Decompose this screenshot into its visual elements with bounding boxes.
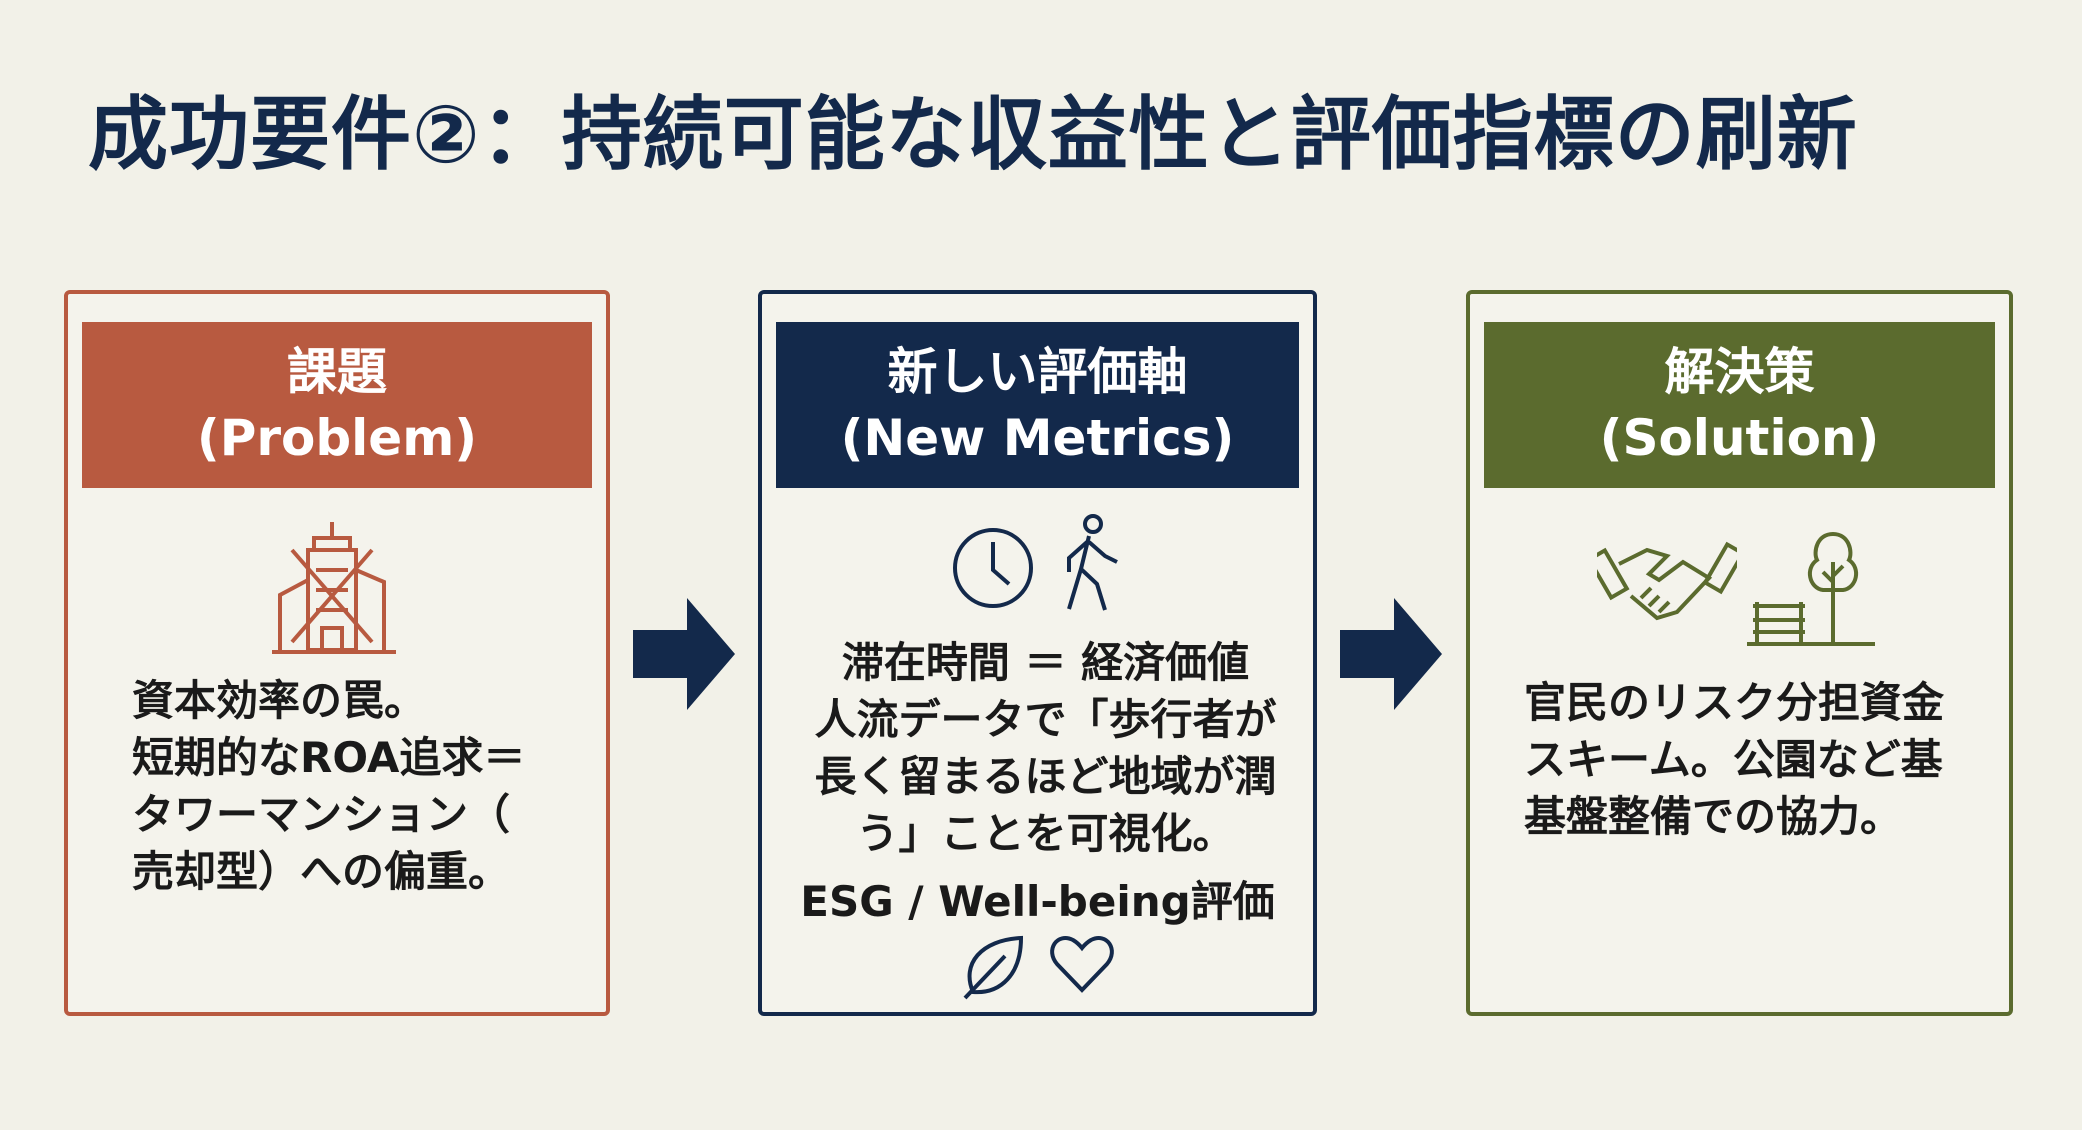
crossed-tower-icon (272, 522, 396, 654)
clock-icon (952, 528, 1033, 608)
panel-text: 官民のリスク分担資金 スキーム。公園など基 基盤整備での協力。 (1524, 678, 1945, 841)
panel-new-metrics: 新しい評価軸 (New Metrics) 滞在時間 ＝ 経済価値 人流データで「… (758, 290, 1317, 1016)
handshake-icon (1596, 541, 1737, 621)
page-title: 成功要件②：持続可能な収益性と評価指標の刷新 (88, 88, 1858, 181)
panel-subtitle: (New Metrics) (840, 409, 1235, 467)
panel-header: 課題 (Problem) (82, 322, 592, 488)
panel-text: 滞在時間 ＝ 経済価値 人流データで「歩行者が 長く留まるほど地域が潤 う」こと… (814, 638, 1277, 858)
arrow-right-icon (1340, 598, 1442, 710)
panel-subtitle: (Solution) (1599, 409, 1880, 467)
arrow-right-icon (633, 598, 735, 710)
park-tree-bench-icon (1746, 531, 1875, 646)
panel-title: 解決策 (1664, 343, 1815, 401)
panel-footer: ESG / Well-being評価 (800, 877, 1275, 926)
heart-icon (1049, 936, 1114, 993)
panel-solution: 解決策 (Solution) 官民のリスク分担資金 スキーム。公園など基 基盤整… (1466, 290, 2013, 1016)
panel-header: 解決策 (Solution) (1484, 322, 1995, 488)
panel-problem: 課題 (Problem) 資本効率の罠。 短期的なROA追求＝ タワーマンション… (64, 290, 610, 1016)
panel-title: 新しい評価軸 (887, 343, 1188, 401)
leaf-icon (963, 935, 1023, 1000)
walking-person-icon (1066, 514, 1118, 611)
panel-text: 資本効率の罠。 短期的なROA追求＝ タワーマンション（ 売却型）への偏重。 (132, 676, 526, 896)
panel-header: 新しい評価軸 (New Metrics) (776, 322, 1299, 488)
panel-title: 課題 (287, 343, 387, 401)
panel-subtitle: (Problem) (196, 409, 478, 467)
